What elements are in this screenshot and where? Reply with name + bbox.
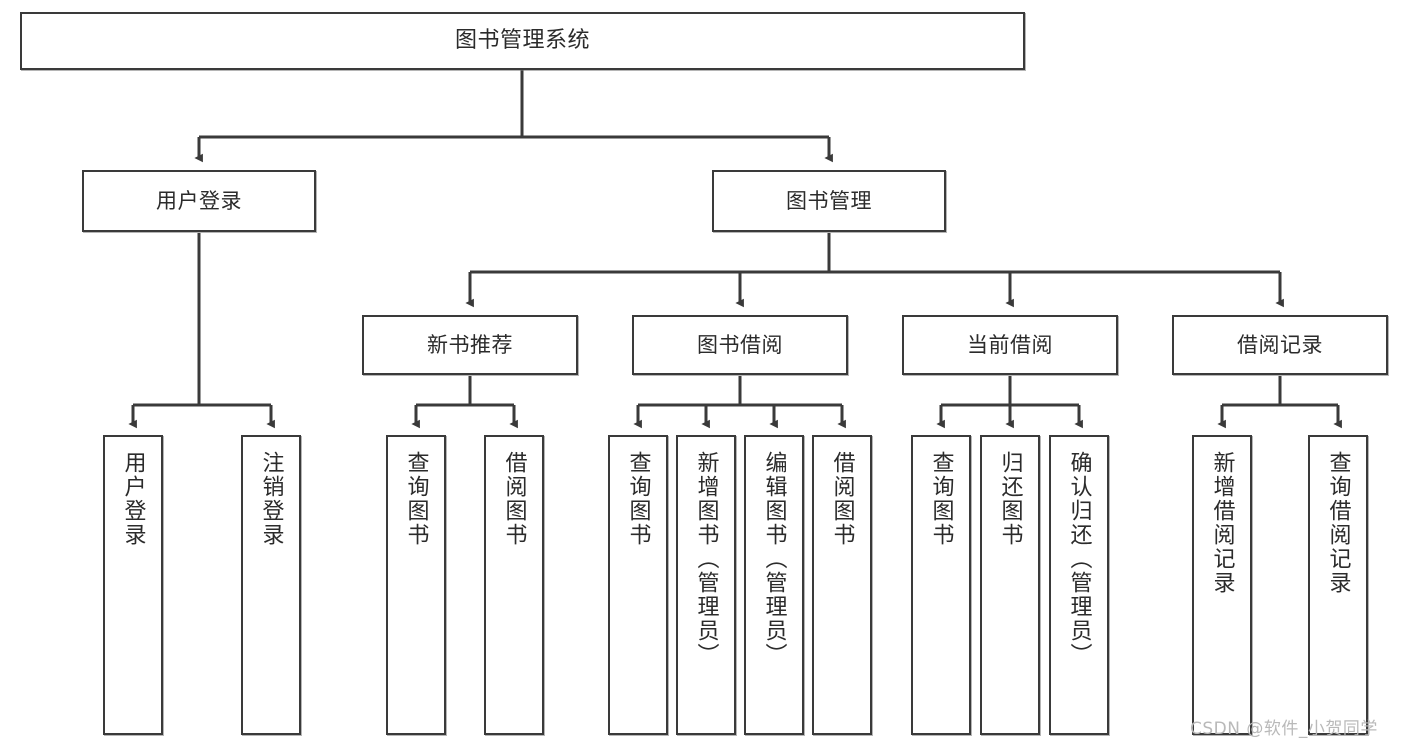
node-current-borrow[interactable]: 当前借阅	[902, 315, 1118, 375]
node-root-label: 图书管理系统	[454, 27, 590, 53]
node-leaf-user-login[interactable]: 用户登录	[103, 435, 163, 735]
node-leaf-logout-login-label: 注销登录	[258, 451, 284, 547]
node-leaf-edit-book-label: 编辑图书（管理员）	[761, 451, 787, 667]
node-leaf-query-book-2-label: 查询图书	[625, 451, 651, 547]
node-leaf-query-book-1-label: 查询图书	[403, 451, 429, 547]
node-leaf-query-record[interactable]: 查询借阅记录	[1308, 435, 1368, 735]
node-leaf-return-book[interactable]: 归还图书	[980, 435, 1040, 735]
node-leaf-edit-book[interactable]: 编辑图书（管理员）	[744, 435, 804, 735]
node-user-login-label: 用户登录	[156, 188, 242, 213]
node-book-management-label: 图书管理	[786, 188, 872, 213]
node-borrow-record-label: 借阅记录	[1237, 332, 1323, 357]
node-leaf-borrow-book-2-label: 借阅图书	[829, 451, 855, 547]
node-leaf-query-book-3[interactable]: 查询图书	[911, 435, 971, 735]
node-leaf-query-book-1[interactable]: 查询图书	[386, 435, 446, 735]
csdn-watermark: CSDN @软件_小贺同学	[1190, 719, 1378, 739]
node-current-borrow-label: 当前借阅	[967, 332, 1053, 357]
node-leaf-confirm-return-label: 确认归还（管理员）	[1066, 451, 1092, 667]
node-leaf-add-book[interactable]: 新增图书（管理员）	[676, 435, 736, 735]
node-root[interactable]: 图书管理系统	[20, 12, 1025, 70]
node-new-book-recommend[interactable]: 新书推荐	[362, 315, 578, 375]
node-borrow-record[interactable]: 借阅记录	[1172, 315, 1388, 375]
node-leaf-return-book-label: 归还图书	[997, 451, 1023, 547]
node-leaf-add-book-label: 新增图书（管理员）	[693, 451, 719, 667]
node-leaf-logout-login[interactable]: 注销登录	[241, 435, 301, 735]
node-leaf-add-record[interactable]: 新增借阅记录	[1192, 435, 1252, 735]
node-leaf-user-login-label: 用户登录	[120, 451, 146, 547]
node-new-book-recommend-label: 新书推荐	[427, 332, 513, 357]
node-leaf-query-book-2[interactable]: 查询图书	[608, 435, 668, 735]
node-leaf-borrow-book-1-label: 借阅图书	[501, 451, 527, 547]
node-leaf-borrow-book-2[interactable]: 借阅图书	[812, 435, 872, 735]
node-book-management[interactable]: 图书管理	[712, 170, 946, 232]
node-book-borrow[interactable]: 图书借阅	[632, 315, 848, 375]
node-book-borrow-label: 图书借阅	[697, 332, 783, 357]
node-leaf-borrow-book-1[interactable]: 借阅图书	[484, 435, 544, 735]
node-leaf-confirm-return[interactable]: 确认归还（管理员）	[1049, 435, 1109, 735]
node-user-login[interactable]: 用户登录	[82, 170, 316, 232]
node-leaf-query-record-label: 查询借阅记录	[1325, 451, 1351, 595]
node-leaf-query-book-3-label: 查询图书	[928, 451, 954, 547]
node-leaf-add-record-label: 新增借阅记录	[1209, 451, 1235, 595]
